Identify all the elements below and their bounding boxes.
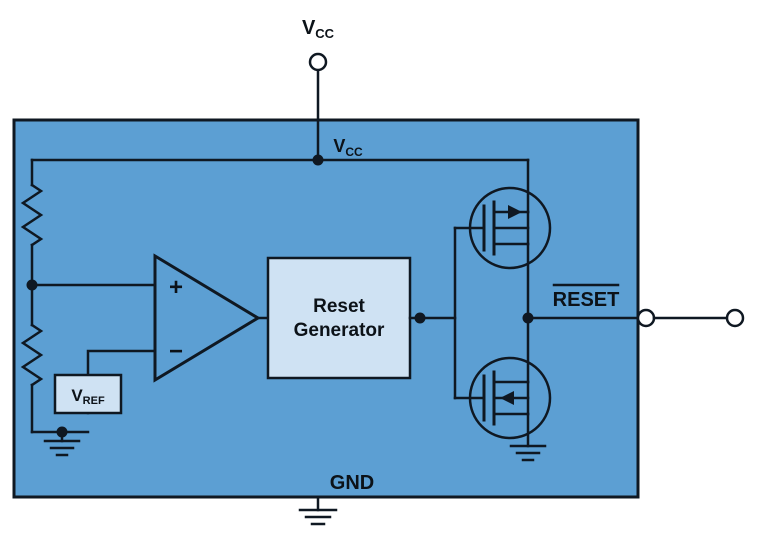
vcc-top-label-main: V	[302, 17, 316, 39]
reset-output-label: RESET	[553, 289, 620, 311]
pmos-arrow-icon	[508, 205, 522, 219]
vcc-inner-label-sub: CC	[345, 145, 363, 159]
vcc-rail: VCC	[30, 136, 530, 166]
reset-external-terminal	[725, 308, 745, 328]
vref-box	[53, 373, 123, 415]
comparator-minus-sign: −	[169, 338, 183, 365]
vref-label-sub: REF	[83, 395, 105, 407]
resistor-bottom	[20, 323, 44, 387]
output-stage	[453, 158, 552, 462]
reset-output: RESET	[526, 283, 745, 328]
vref-label-main: V	[71, 386, 83, 405]
pmos-transistor	[453, 158, 552, 320]
nmos-ground	[509, 444, 547, 462]
nmos-arrow-icon	[500, 391, 514, 405]
reset-generator-output-dot	[414, 312, 426, 324]
comparator-triangle	[153, 253, 261, 383]
vcc-inner-label-main: V	[333, 136, 345, 156]
reset-generator-label-line1: Reset	[313, 296, 365, 317]
vcc-supply: VCC	[302, 17, 335, 162]
nmos-transistor	[453, 316, 552, 448]
vref-source: VREF	[53, 373, 123, 415]
vref-label: VREF	[71, 386, 105, 407]
vcc-rail-junction-dot	[312, 154, 324, 166]
vcc-top-label: VCC	[302, 17, 335, 41]
reset-generator-label-line2: Generator	[294, 320, 385, 341]
left-ground	[30, 426, 90, 457]
comparator-plus-sign: +	[169, 274, 183, 301]
vcc-terminal	[308, 52, 328, 72]
vcc-inner-label: VCC	[333, 136, 363, 159]
comparator: + −	[30, 253, 270, 415]
vcc-top-label-sub: CC	[315, 26, 334, 41]
resistor-top	[20, 183, 44, 247]
reset-pin-terminal	[636, 308, 656, 328]
gnd-label: GND	[330, 472, 374, 494]
reset-generator-box	[266, 256, 412, 380]
gnd-pin: GND	[298, 472, 374, 526]
reset-generator-block: Reset Generator	[266, 256, 457, 380]
